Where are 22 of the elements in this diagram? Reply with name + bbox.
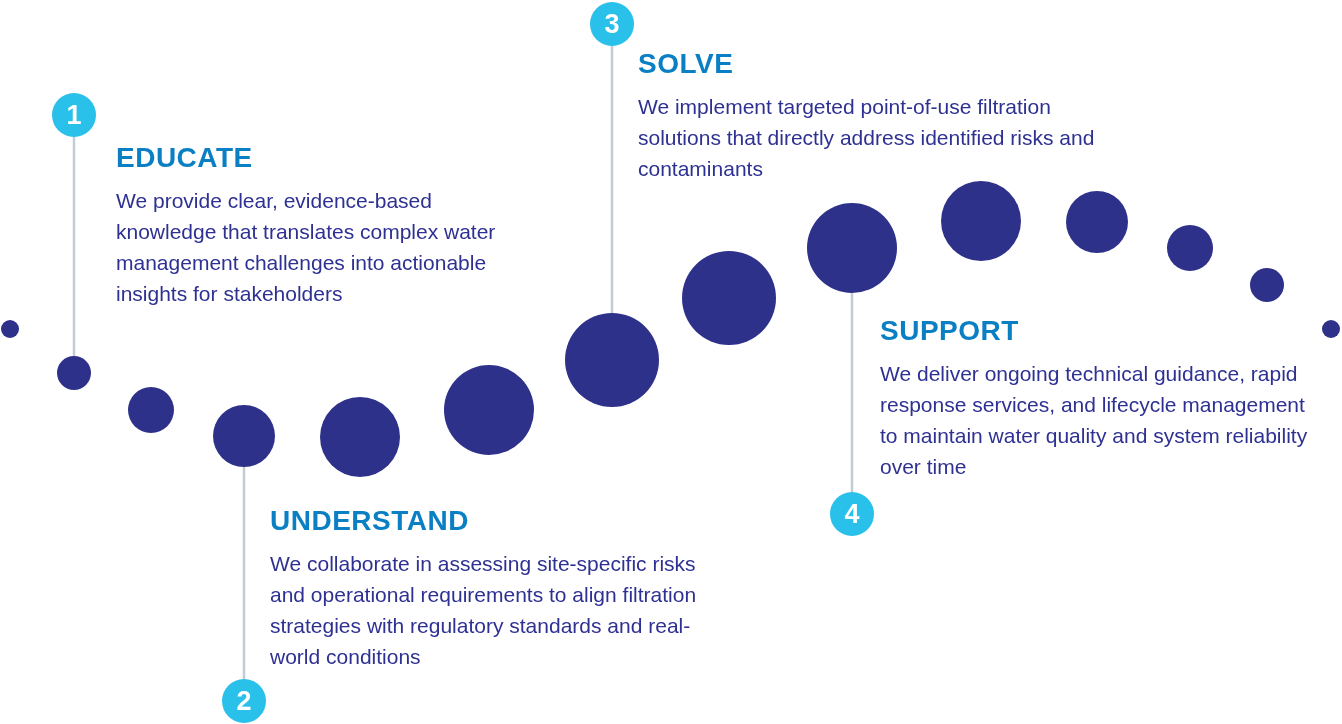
step-heading: EDUCATE [116, 141, 254, 175]
step-heading: SOLVE [638, 47, 735, 81]
step-number-badge: 3 [590, 2, 634, 46]
step-heading: SUPPORT [880, 314, 1020, 348]
step-description: We deliver ongoing technical guidance, rapid response services, and lifecycle management to maintain water quality and system reliability over time [880, 361, 1309, 480]
step-description: We collaborate in assessing site-specific risks and operational requirements to align filtration strategies with regulatory standards and real-world conditions [270, 551, 698, 670]
connector-line [242, 467, 246, 679]
timeline-dot [1167, 225, 1213, 271]
step-number-badge: 1 [52, 93, 96, 137]
step-description: We provide clear, evidence-based knowledge that translates complex water management challenges into actionable insights for stakeholders [116, 188, 497, 307]
step-number-badge: 4 [830, 492, 874, 536]
connector-line [72, 137, 76, 356]
timeline-dot [128, 387, 174, 433]
timeline-dot [1, 320, 19, 338]
connector-line [610, 46, 614, 313]
timeline-dot [1322, 320, 1340, 338]
step-description: We implement targeted point-of-use filtration solutions that directly address identified risks and contaminants [638, 94, 1096, 182]
step-heading: UNDERSTAND [270, 504, 470, 538]
connector-line [850, 293, 854, 492]
timeline-dot [57, 356, 91, 390]
step-number-badge: 2 [222, 679, 266, 723]
timeline-dot [1250, 268, 1284, 302]
